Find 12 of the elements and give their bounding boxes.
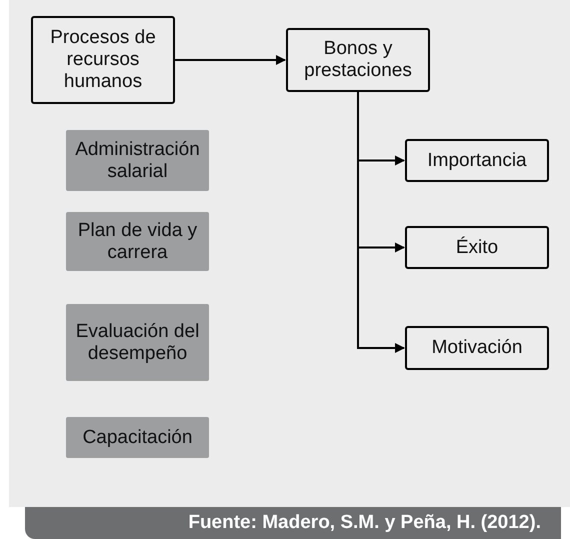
source-caption: Fuente: Madero, S.M. y Peña, H. (2012). — [25, 507, 561, 539]
process-box: Capacitación — [66, 417, 209, 458]
process-box: Administración salarial — [66, 130, 209, 191]
process-box: Éxito — [405, 226, 549, 269]
process-box: Bonos y prestaciones — [286, 28, 430, 92]
process-box: Plan de vida y carrera — [66, 212, 209, 271]
process-box: Importancia — [405, 139, 549, 182]
process-box: Procesos de recursos humanos — [31, 16, 175, 104]
process-box: Motivación — [405, 326, 549, 370]
arrow — [357, 92, 405, 353]
arrow — [175, 55, 286, 65]
process-box: Evaluación del desempeño — [66, 304, 209, 381]
